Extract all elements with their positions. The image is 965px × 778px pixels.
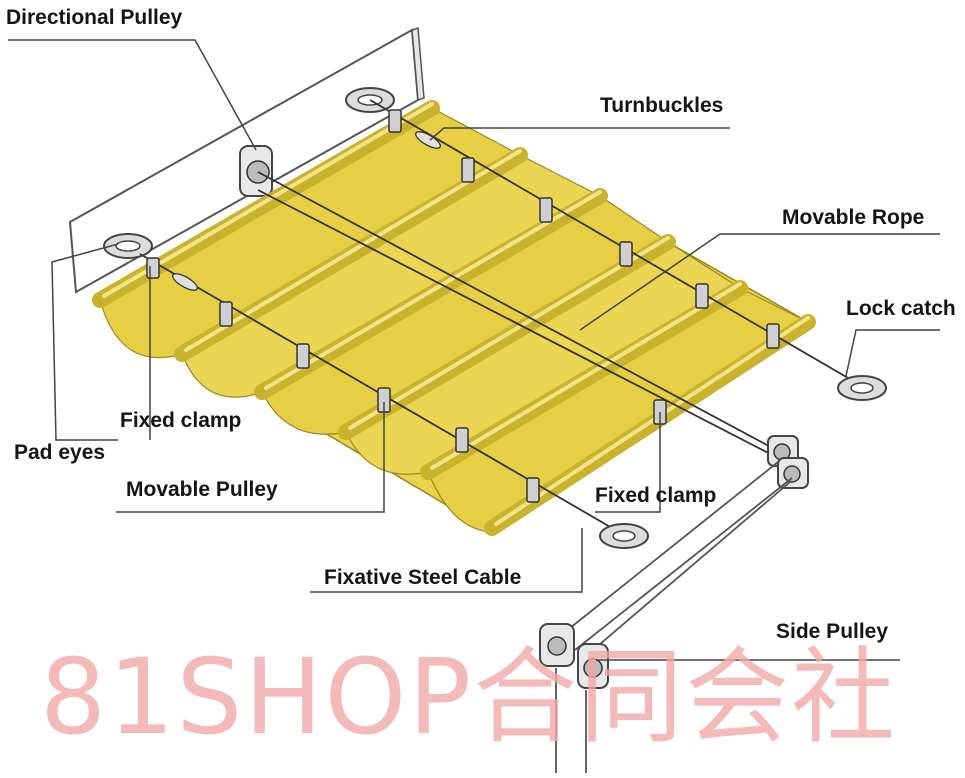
lock-catch-bottom [599,523,649,549]
label-lock-catch: Lock catch [846,297,956,320]
turnbuckles [171,131,442,291]
side-posts [555,668,587,773]
label-side-pulley: Side Pulley [776,620,889,643]
label-fixed-clamp-right: Fixed clamp [595,484,717,507]
label-turnbuckles: Turnbuckles [600,94,724,117]
side-pulleys [539,623,609,689]
pad-eye-wall-left [103,233,153,259]
wall-plate-edge [411,26,425,102]
lock-catch-right [837,375,887,401]
awning-fabric [92,100,816,536]
label-movable-pulley: Movable Pulley [126,478,278,501]
label-movable-rope: Movable Rope [782,206,925,229]
label-directional-pulley: Directional Pulley [6,6,183,29]
label-fixative-steel-cable: Fixative Steel Cable [324,566,522,589]
front-pulleys [767,435,809,489]
directional-pulley [239,145,273,197]
side-ropes [559,461,793,657]
label-pad-eyes: Pad eyes [14,441,106,464]
clamps [146,109,780,503]
leader-lines [8,39,940,661]
label-fixed-clamp-left: Fixed clamp [120,409,242,432]
